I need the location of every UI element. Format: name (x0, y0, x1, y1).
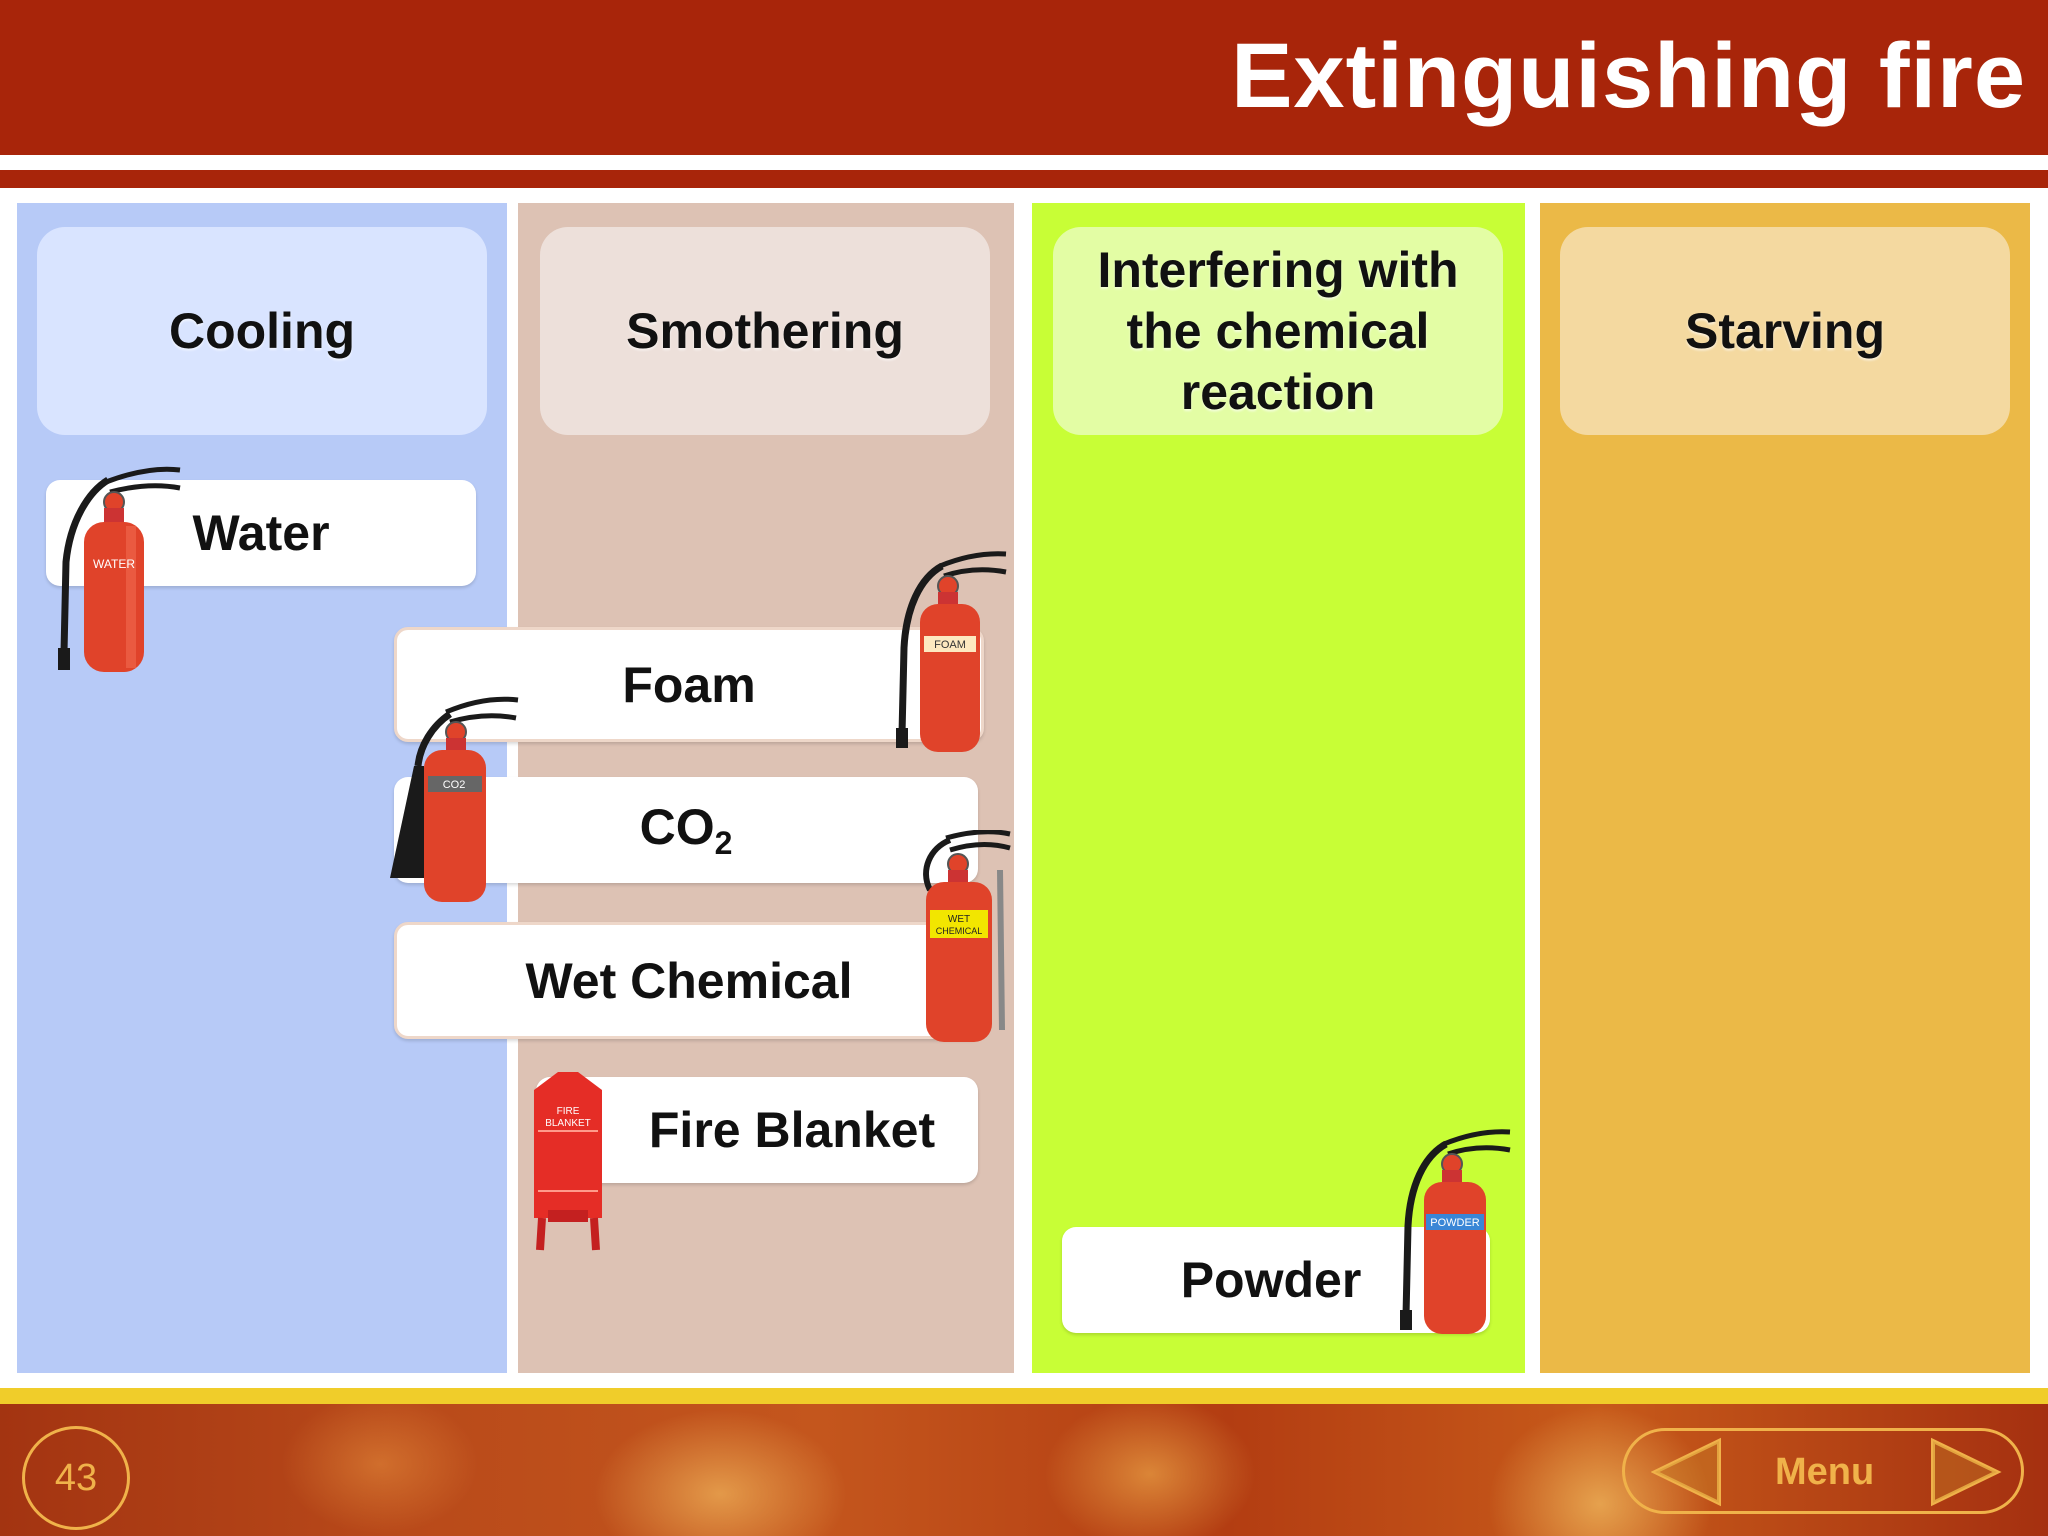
previous-arrow-icon[interactable] (1651, 1437, 1731, 1507)
header-divider (0, 155, 2048, 170)
header-bar: Extinguishing fire (0, 0, 2048, 155)
fire-blanket-icon-text-2: BLANKET (545, 1118, 591, 1129)
column-header-cooling: Cooling (37, 227, 487, 435)
foam-label: Foam (622, 656, 756, 713)
menu-navigation: Menu (1622, 1428, 2024, 1514)
foam-extinguisher-icon: FOAM (896, 551, 1007, 752)
water-icon-text: WATER (93, 557, 135, 571)
fire-blanket-icon-text-1: FIRE (557, 1106, 580, 1117)
water-label: Water (192, 505, 330, 561)
powder-extinguisher-icon: POWDER (1400, 1129, 1511, 1334)
fire-blanket-icon: FIRE BLANKET (534, 1072, 602, 1251)
footer-divider (0, 1388, 2048, 1404)
next-arrow-icon[interactable] (1925, 1437, 2005, 1507)
powder-label: Powder (1180, 1252, 1362, 1308)
column-header-starving: Starving (1560, 227, 2010, 435)
wet-chemical-card[interactable]: Wet Chemical (394, 922, 984, 1039)
column-header-smothering: Smothering (540, 227, 990, 435)
column-interfering[interactable]: Interfering with the chemical reaction (1032, 203, 1525, 1373)
co2-card[interactable]: CO2 (394, 777, 978, 883)
header-red-band (0, 170, 2048, 188)
powder-icon-text: POWDER (1430, 1217, 1480, 1229)
powder-card[interactable]: Powder (1062, 1227, 1490, 1333)
column-header-interfering: Interfering with the chemical reaction (1053, 227, 1503, 435)
column-starving[interactable]: Starving (1540, 203, 2030, 1373)
foam-card[interactable]: Foam (394, 627, 984, 742)
fire-blanket-card[interactable]: Fire Blanket (536, 1077, 978, 1183)
water-extinguisher-icon: WATER (58, 466, 181, 672)
fire-blanket-label: Fire Blanket (648, 1102, 936, 1158)
co2-icon-text: CO2 (443, 779, 466, 791)
wet-chemical-label: Wet Chemical (525, 952, 853, 1009)
wet-chemical-extinguisher-icon: WET CHEMICAL (923, 830, 1011, 1042)
page-title: Extinguishing fire (1231, 25, 2026, 127)
co2-extinguisher-icon: CO2 (390, 696, 519, 902)
co2-label: CO2 (639, 799, 733, 861)
page-number-badge: 43 (22, 1426, 130, 1530)
footer-bar: 43 Menu (0, 1404, 2048, 1536)
wet-chemical-icon-text-2: CHEMICAL (936, 926, 983, 936)
menu-button[interactable]: Menu (1775, 1451, 1875, 1493)
foam-icon-text: FOAM (934, 639, 966, 651)
wet-chemical-icon-text-1: WET (948, 914, 970, 925)
